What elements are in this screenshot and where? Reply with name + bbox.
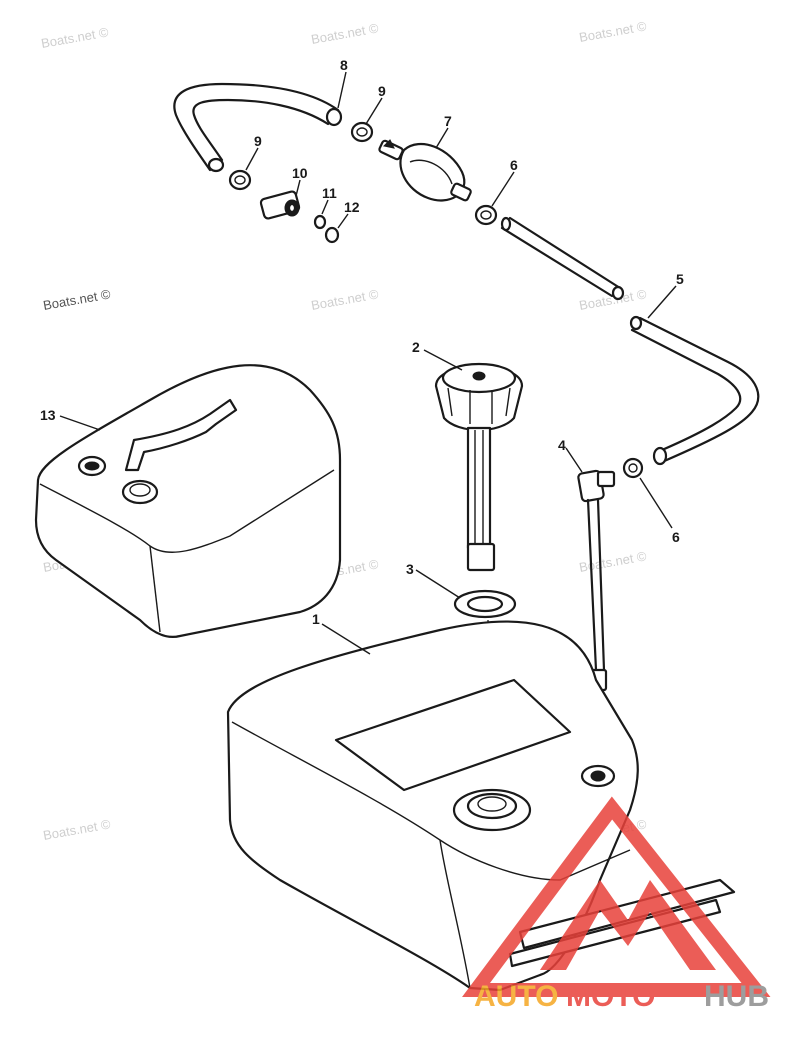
primer-bulb-7	[378, 139, 472, 202]
logo-text-moto: MOTO	[566, 980, 655, 1013]
watermark-text: Boats.net ©	[42, 286, 112, 313]
watermark-text: Boats.net ©	[578, 18, 648, 45]
callout-6a: 6	[510, 157, 518, 173]
callout-10: 10	[292, 165, 308, 181]
callout-13: 13	[40, 407, 56, 423]
callout-12: 12	[344, 199, 360, 215]
automotohub-logo: AUTO MOTO HUB	[462, 796, 771, 1013]
logo-text-hub: HUB	[704, 980, 769, 1013]
callout-9a: 9	[378, 83, 386, 99]
watermark-text: Boats.net ©	[40, 24, 110, 51]
small-fuel-tank-13	[34, 364, 342, 638]
callout-labels: 1 2 3 4 5 6 6 7 8 9 9 10 11 12 13	[40, 57, 684, 627]
main-fuel-tank-1	[226, 620, 736, 992]
gasket-3	[453, 589, 517, 619]
callout-11: 11	[322, 185, 337, 201]
leader-lines	[59, 71, 677, 655]
callout-4: 4	[558, 437, 566, 453]
logo-mountain-mark	[540, 880, 716, 970]
callout-9b: 9	[254, 133, 262, 149]
hose-8	[173, 82, 343, 173]
callout-1: 1	[312, 611, 320, 627]
callout-5: 5	[676, 271, 684, 287]
callout-3: 3	[406, 561, 414, 577]
watermark-text: Boats.net ©	[42, 816, 112, 843]
hose-clamp-9-lower	[228, 169, 252, 191]
hose-clamp-9-upper	[350, 121, 374, 143]
watermark-text: Boats.net ©	[578, 548, 648, 575]
hose-clamp-6-lower	[622, 457, 644, 479]
hose-clamp-6-upper	[474, 204, 498, 226]
fuel-gauge-2	[434, 362, 524, 572]
pickup-tube-4	[577, 469, 616, 692]
callout-6b: 6	[672, 529, 680, 545]
logo-triangle-outer	[462, 796, 771, 997]
o-ring-11	[313, 214, 327, 230]
fuel-connector-10	[259, 190, 301, 220]
callout-2: 2	[412, 339, 420, 355]
watermark-text: Boats.net ©	[310, 20, 380, 47]
fuel-hose-5	[500, 216, 760, 466]
callout-7: 7	[444, 113, 452, 129]
callout-8: 8	[340, 57, 348, 73]
o-ring-12	[324, 226, 340, 244]
watermark-text: Boats.net ©	[310, 286, 380, 313]
logo-text-auto: AUTO	[474, 980, 558, 1013]
